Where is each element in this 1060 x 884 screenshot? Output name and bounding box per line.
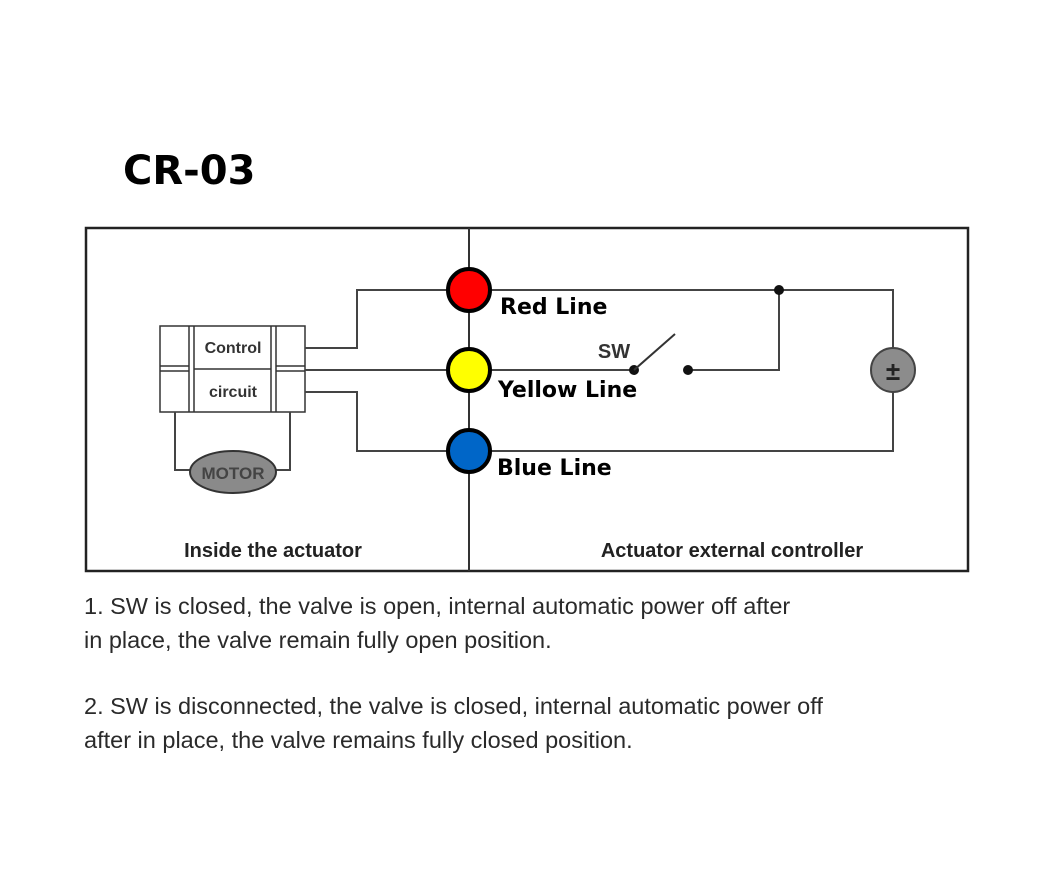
- note-1: 1. SW is closed, the valve is open, inte…: [84, 589, 984, 657]
- motor-label: MOTOR: [202, 464, 265, 483]
- red-line-label: Red Line: [500, 295, 607, 320]
- internal-wires: [305, 289, 450, 452]
- note-2-line-1: 2. SW is disconnected, the valve is clos…: [84, 693, 823, 719]
- note-2-line-2: after in place, the valve remains fully …: [84, 727, 633, 753]
- motor-icon: [189, 450, 277, 494]
- blue-line-label: Blue Line: [497, 456, 612, 481]
- diagram-title: CR-03: [123, 148, 256, 194]
- yellow-terminal: [446, 347, 492, 393]
- note-1-line-1: 1. SW is closed, the valve is open, inte…: [84, 593, 791, 619]
- control-label: Control: [205, 340, 262, 357]
- note-2: 2. SW is disconnected, the valve is clos…: [84, 689, 1004, 757]
- circuit-label: circuit: [209, 384, 258, 401]
- switch-label: SW: [598, 341, 630, 363]
- red-terminal: [446, 267, 492, 313]
- control-circuit-block: [159, 325, 306, 413]
- right-panel-label: Actuator external controller: [601, 540, 864, 562]
- motor-wires: [174, 412, 291, 471]
- junction-dot: [774, 285, 784, 295]
- note-1-line-2: in place, the valve remain fully open po…: [84, 627, 552, 653]
- left-panel-label: Inside the actuator: [184, 540, 362, 562]
- yellow-line-label: Yellow Line: [497, 378, 637, 403]
- power-source-symbol: ±: [886, 356, 900, 386]
- diagram-frame: [84, 226, 970, 573]
- blue-terminal: [446, 428, 492, 474]
- switch-contact-right: [683, 365, 693, 375]
- switch-icon: [633, 333, 676, 371]
- external-wires: [490, 289, 894, 452]
- power-source-icon: [870, 347, 916, 393]
